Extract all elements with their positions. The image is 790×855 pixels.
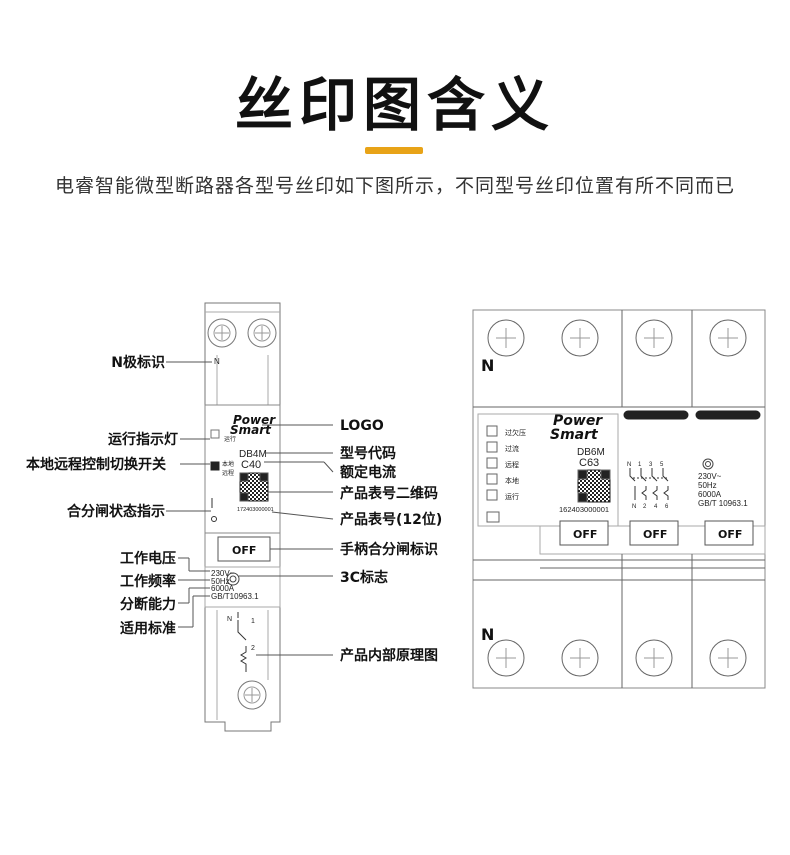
right-indicator-local: 本地: [505, 476, 519, 485]
left-standard: GB/T10963.1: [211, 592, 259, 601]
left-voltage: 230V~: [211, 569, 235, 578]
callout-voltage: 工作电压: [120, 550, 176, 567]
callout-standard: 适用标准: [120, 620, 176, 637]
right-schematic-top-n: N: [627, 462, 631, 468]
callout-n-pole: N极标识: [111, 354, 165, 371]
right-indicator-overcurrent: 过流: [505, 444, 519, 453]
right-schematic-bottom-4: 4: [654, 504, 658, 510]
right-n-bottom: N: [481, 625, 494, 644]
callout-logo: LOGO: [340, 418, 384, 434]
right-rating: C63: [579, 457, 599, 469]
left-schematic-n: N: [227, 616, 232, 623]
right-n-top: N: [481, 356, 494, 375]
left-run-label: 运行: [224, 435, 236, 443]
left-logo-smart: Smart: [230, 423, 272, 437]
right-off-label-3: OFF: [718, 528, 742, 541]
right-indicator-run: 运行: [505, 492, 519, 501]
left-model: DB4M: [239, 449, 267, 460]
title-underline: [365, 147, 423, 154]
callout-schematic: 产品内部原理图: [340, 647, 438, 664]
callout-run-indicator: 运行指示灯: [108, 431, 178, 448]
callout-3c-mark: 3C标志: [340, 569, 388, 586]
right-breaker: [472, 309, 766, 689]
right-voltage: 230V~: [698, 472, 722, 481]
right-standard: GB/T 10963.1: [698, 499, 748, 508]
right-indicator-remote: 远程: [505, 460, 519, 469]
right-serial: 162403000001: [559, 505, 609, 514]
right-model: DB6M: [577, 447, 605, 458]
callout-breaking-capacity: 分断能力: [120, 596, 176, 613]
page-title: 丝印图含义: [234, 71, 555, 139]
right-capacity: 6000A: [698, 490, 722, 499]
right-schematic-bottom-2: 2: [643, 504, 647, 510]
callout-handle-mark: 手柄合分闸标识: [340, 541, 438, 558]
left-n-mark: N: [214, 357, 220, 366]
right-off-label-1: OFF: [573, 528, 597, 541]
right-indicator-overvoltage: 过欠压: [505, 428, 526, 437]
left-local-label: 本地: [222, 460, 234, 468]
callout-frequency: 工作频率: [120, 573, 176, 590]
left-frequency: 50Hz: [211, 577, 230, 586]
right-schematic-bottom-6: 6: [665, 504, 669, 510]
left-schematic-1: 1: [251, 618, 255, 625]
left-serial: 172403000001: [237, 507, 274, 513]
callout-local-remote-switch: 本地远程控制切换开关: [26, 456, 166, 473]
left-breaker: [204, 302, 281, 732]
left-schematic-2: 2: [251, 645, 255, 652]
right-schematic-top-3: 3: [649, 462, 653, 468]
left-off-label: OFF: [232, 544, 256, 557]
callout-qr-code: 产品表号二维码: [340, 485, 438, 502]
callout-state-indicator: 合分闸状态指示: [67, 503, 165, 520]
left-logo-power: Power: [233, 413, 276, 427]
page-subtitle: 电睿智能微型断路器各型号丝印如下图所示，不同型号丝印位置有所不同而已: [54, 175, 735, 197]
callout-serial-number: 产品表号(12位): [340, 511, 442, 528]
left-rating: C40: [241, 459, 261, 471]
left-capacity: 6000A: [211, 584, 235, 593]
right-logo-power: Power: [553, 413, 603, 429]
right-schematic-top-5: 5: [660, 462, 664, 468]
right-logo-smart: Smart: [550, 427, 599, 443]
right-off-label-2: OFF: [643, 528, 667, 541]
callout-rated-current: 额定电流: [340, 464, 396, 481]
callout-lines: [166, 361, 334, 656]
right-schematic-top-1: 1: [638, 462, 642, 468]
left-remote-label: 远程: [222, 469, 234, 477]
right-schematic-bottom-n: N: [632, 504, 636, 510]
callout-model-code: 型号代码: [340, 445, 396, 462]
right-frequency: 50Hz: [698, 481, 717, 490]
